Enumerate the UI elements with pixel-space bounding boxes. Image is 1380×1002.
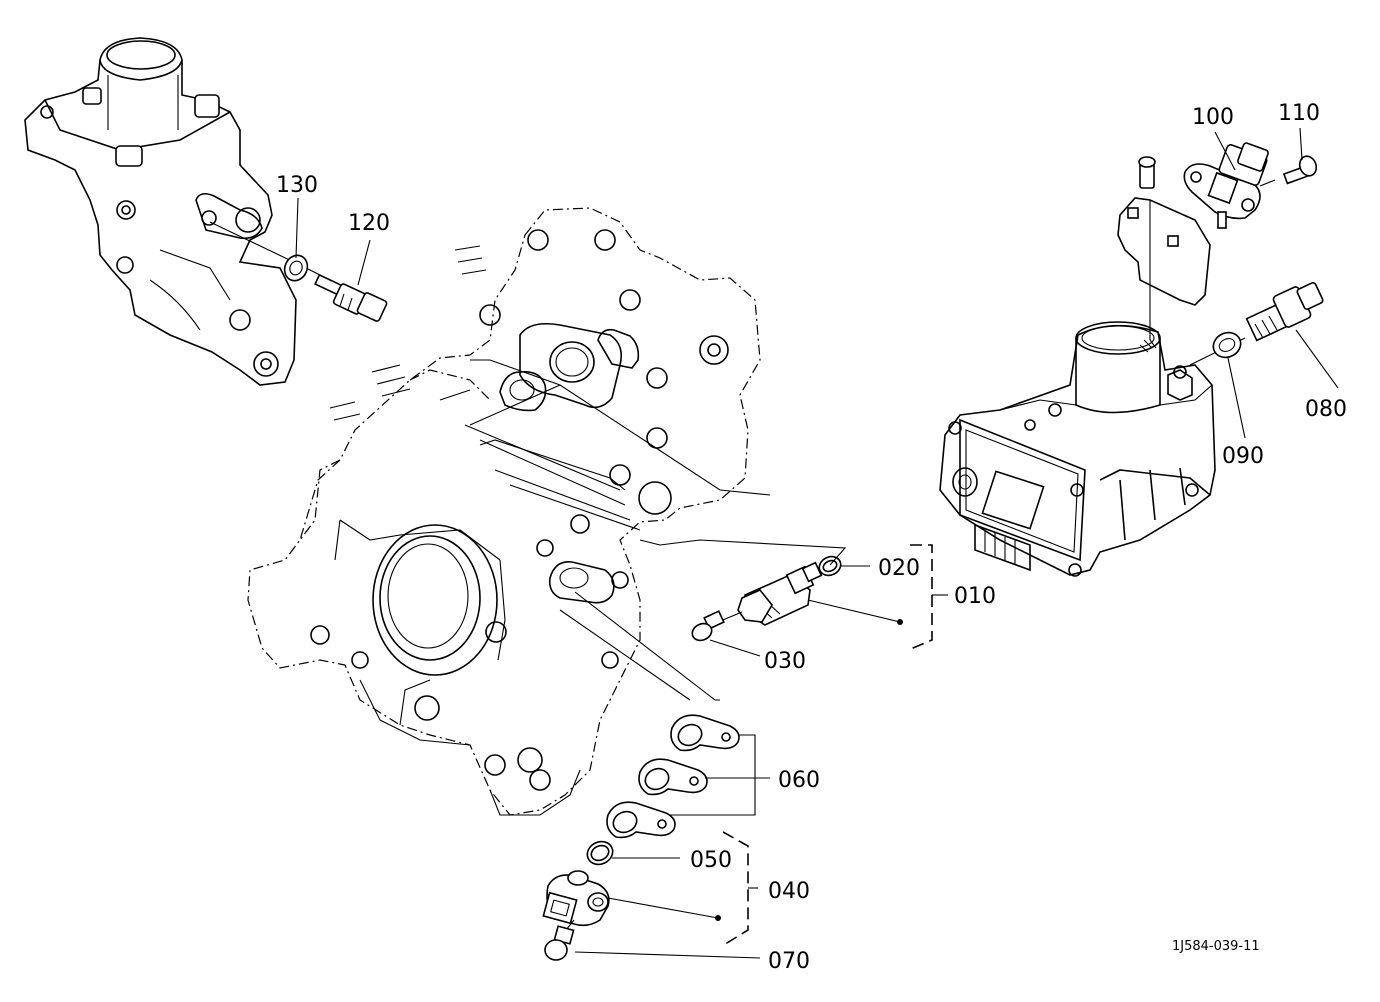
leader-080 xyxy=(1295,329,1339,389)
bolt-070-drawing xyxy=(544,919,761,961)
sensor-100-drawing xyxy=(1183,142,1269,229)
drawing-code: 1J584-039-11 xyxy=(1172,939,1260,954)
o-ring-020-drawing xyxy=(818,555,870,577)
leader-130 xyxy=(295,197,299,259)
throttle-body-right xyxy=(939,321,1216,577)
label-080: 080 xyxy=(1305,397,1347,422)
gasket-060-drawing xyxy=(559,591,770,839)
leader-090 xyxy=(1227,357,1246,439)
label-010: 010 xyxy=(954,584,996,609)
gasket-090-drawing xyxy=(1212,331,1242,359)
leader-120 xyxy=(357,239,371,286)
label-100: 100 xyxy=(1192,105,1234,130)
bracket-010 xyxy=(907,544,933,651)
leader-110 xyxy=(1299,127,1303,161)
bolt-030-drawing xyxy=(691,610,761,657)
sensor-bracket xyxy=(1117,156,1211,340)
label-120: 120 xyxy=(348,211,390,236)
label-130: 130 xyxy=(276,173,318,198)
label-050: 050 xyxy=(690,848,732,873)
bracket-040 xyxy=(721,831,749,947)
engine-block xyxy=(247,207,761,816)
sensor-010-drawing xyxy=(469,384,903,626)
label-040: 040 xyxy=(768,879,810,904)
gasket-130-drawing xyxy=(283,254,309,282)
bolt-110-drawing xyxy=(1259,155,1318,187)
sensor-120-drawing xyxy=(209,221,388,322)
label-020: 020 xyxy=(878,556,920,581)
o-ring-050-drawing xyxy=(586,840,680,866)
sensor-080-drawing xyxy=(1189,281,1324,366)
thermostat-housing-left xyxy=(24,37,297,386)
label-110: 110 xyxy=(1278,101,1320,126)
label-090: 090 xyxy=(1222,444,1264,469)
leader-100 xyxy=(1214,131,1236,171)
label-060: 060 xyxy=(778,768,820,793)
label-030: 030 xyxy=(764,649,806,674)
label-070: 070 xyxy=(768,949,810,974)
sensor-040-drawing xyxy=(542,870,721,927)
